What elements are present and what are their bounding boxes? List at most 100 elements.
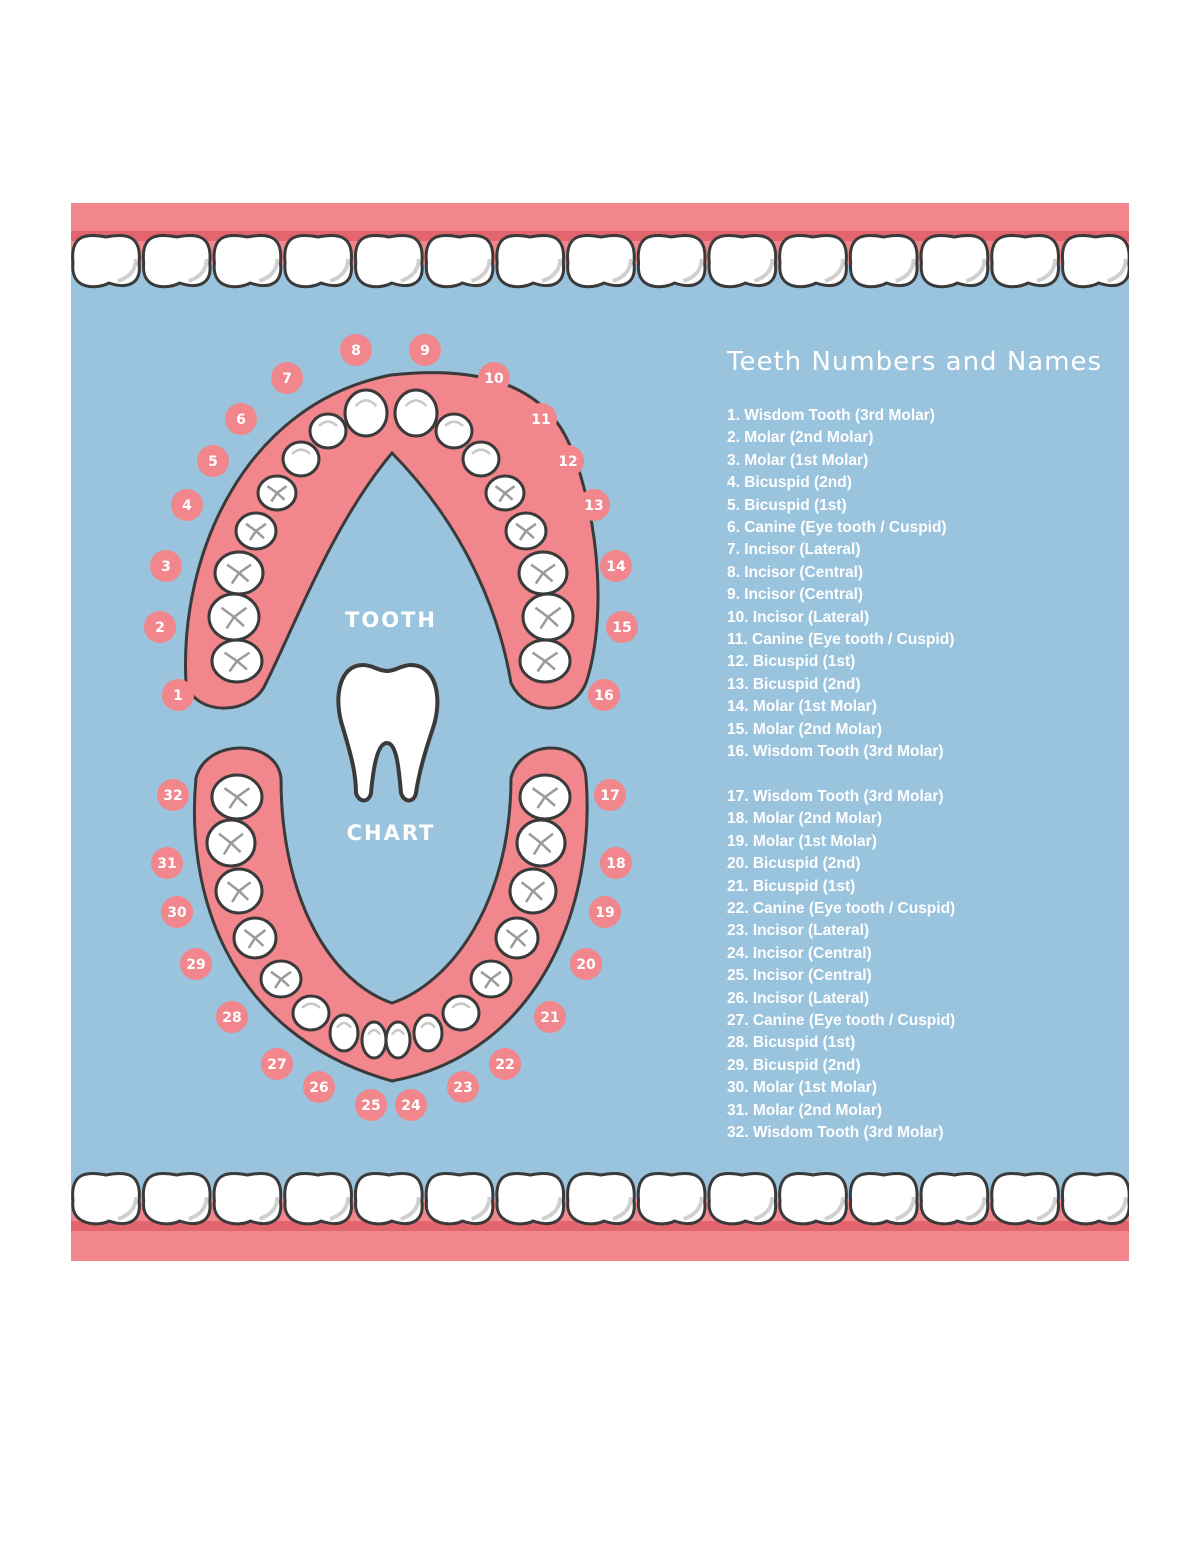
list-item: 22. Canine (Eye tooth / Cuspid)	[727, 899, 956, 917]
tooth-number: 7	[282, 371, 292, 387]
arch-tooth	[393, 388, 439, 438]
border-tooth-shadow	[894, 1196, 916, 1221]
list-item: 30. Molar (1st Molar)	[727, 1079, 877, 1097]
list-item: 28. Bicuspid (1st)	[727, 1034, 856, 1052]
tooth-number: 9	[420, 343, 430, 359]
number-badge	[552, 445, 584, 477]
tooth-number: 31	[157, 856, 176, 872]
tooth-number: 19	[595, 905, 614, 921]
bottom-gum-edge	[71, 1221, 1129, 1231]
border-tooth	[495, 233, 566, 289]
tooth-fissure	[515, 522, 537, 541]
tooth-number: 20	[576, 957, 596, 973]
list-item: 20. Bicuspid (2nd)	[727, 855, 861, 873]
border-tooth-shadow	[329, 1196, 351, 1221]
arch-tooth	[412, 1013, 444, 1053]
number-badge	[216, 1001, 248, 1033]
border-tooth	[778, 233, 848, 289]
tooth-number: 6	[236, 412, 246, 428]
number-badge	[271, 362, 303, 394]
border-tooth	[212, 1171, 283, 1226]
tooth-number: 12	[558, 454, 577, 470]
tooth-highlight	[404, 399, 428, 407]
border-tooth-shadow	[1036, 1196, 1058, 1221]
border-tooth	[919, 1171, 990, 1226]
tooth-number: 29	[186, 957, 205, 973]
border-tooth-shadow	[682, 258, 704, 283]
tooth-number: 4	[182, 498, 192, 514]
tooth-number: 23	[453, 1080, 472, 1096]
number-badge	[534, 1001, 566, 1033]
tooth-highlight	[444, 420, 464, 427]
border-tooth	[707, 233, 778, 289]
number-badge	[197, 445, 229, 477]
number-badge	[151, 847, 183, 879]
tooth-number: 30	[167, 905, 187, 921]
tooth-number: 16	[594, 688, 613, 704]
tooth-highlight	[390, 1028, 406, 1036]
border-tooth	[990, 233, 1060, 289]
tooth-fissure	[223, 787, 251, 809]
bottom-border-teeth	[71, 1171, 1129, 1226]
border-tooth	[848, 233, 919, 289]
number-badge	[303, 1071, 335, 1103]
tooth-number: 28	[222, 1010, 241, 1026]
border-tooth	[778, 1171, 848, 1226]
border-tooth	[1060, 233, 1129, 289]
tooth-fissure	[534, 606, 562, 630]
arch-tooth	[343, 388, 389, 438]
list-item: 26. Incisor (Lateral)	[727, 989, 870, 1007]
arch-teeth	[205, 388, 575, 1060]
number-badge	[600, 847, 632, 879]
number-badge	[157, 779, 189, 811]
list-item: 18. Molar (2nd Molar)	[727, 810, 883, 828]
border-tooth	[424, 233, 495, 289]
border-tooth-shadow	[612, 1196, 633, 1221]
arch-tooth	[281, 440, 321, 478]
number-badge	[589, 896, 621, 928]
border-tooth-shadow	[824, 258, 845, 283]
border-tooth-shadow	[117, 258, 138, 283]
list-item: 10. Incisor (Lateral)	[727, 608, 870, 626]
number-badge	[489, 1048, 521, 1080]
list-item: 9. Incisor (Central)	[727, 586, 864, 604]
list-item: 6. Canine (Eye tooth / Cuspid)	[727, 519, 947, 537]
border-tooth	[1060, 1171, 1129, 1226]
number-badge	[261, 1048, 293, 1080]
number-badge	[355, 1089, 387, 1121]
tooth-highlight	[354, 399, 378, 407]
number-badge	[447, 1071, 479, 1103]
number-badge	[578, 489, 610, 521]
list-item: 4. Bicuspid (2nd)	[727, 474, 852, 492]
upper-teeth-list: 1. Wisdom Tooth (3rd Molar) 2. Molar (2n…	[727, 405, 1127, 764]
list-item: 16. Wisdom Tooth (3rd Molar)	[727, 743, 944, 761]
tooth-fissure	[226, 881, 252, 903]
list-item: 27. Canine (Eye tooth / Cuspid)	[727, 1011, 956, 1029]
arch-tooth	[291, 994, 331, 1032]
arch-tooth	[461, 440, 501, 478]
arch-tooth	[328, 1013, 360, 1053]
list-item: 1. Wisdom Tooth (3rd Molar)	[727, 407, 935, 424]
background-panel	[71, 203, 1129, 1261]
border-tooth	[71, 1171, 141, 1226]
tooth-highlight	[451, 1002, 471, 1009]
list-item: 7. Incisor (Lateral)	[727, 541, 861, 559]
list-item: 24. Incisor (Central)	[727, 944, 872, 962]
number-badge	[525, 403, 557, 435]
tooth-number: 21	[540, 1010, 559, 1026]
border-tooth-shadow	[612, 258, 633, 283]
tooth-fissure	[243, 929, 267, 949]
tooth-label: TOOTH	[345, 608, 437, 632]
border-tooth-shadow	[965, 1196, 987, 1221]
border-tooth	[283, 1171, 353, 1226]
list-item: 32. Wisdom Tooth (3rd Molar)	[727, 1123, 944, 1141]
tooth-highlight	[301, 1002, 321, 1009]
tooth-fissure	[494, 485, 516, 503]
list-item: 31. Molar (2nd Molar)	[727, 1101, 883, 1119]
tooth-fissure	[223, 651, 251, 673]
tooth-fissure	[520, 881, 546, 903]
border-tooth	[71, 233, 141, 289]
border-tooth-shadow	[258, 1196, 280, 1221]
number-badge	[600, 550, 632, 582]
number-badge	[340, 334, 372, 366]
